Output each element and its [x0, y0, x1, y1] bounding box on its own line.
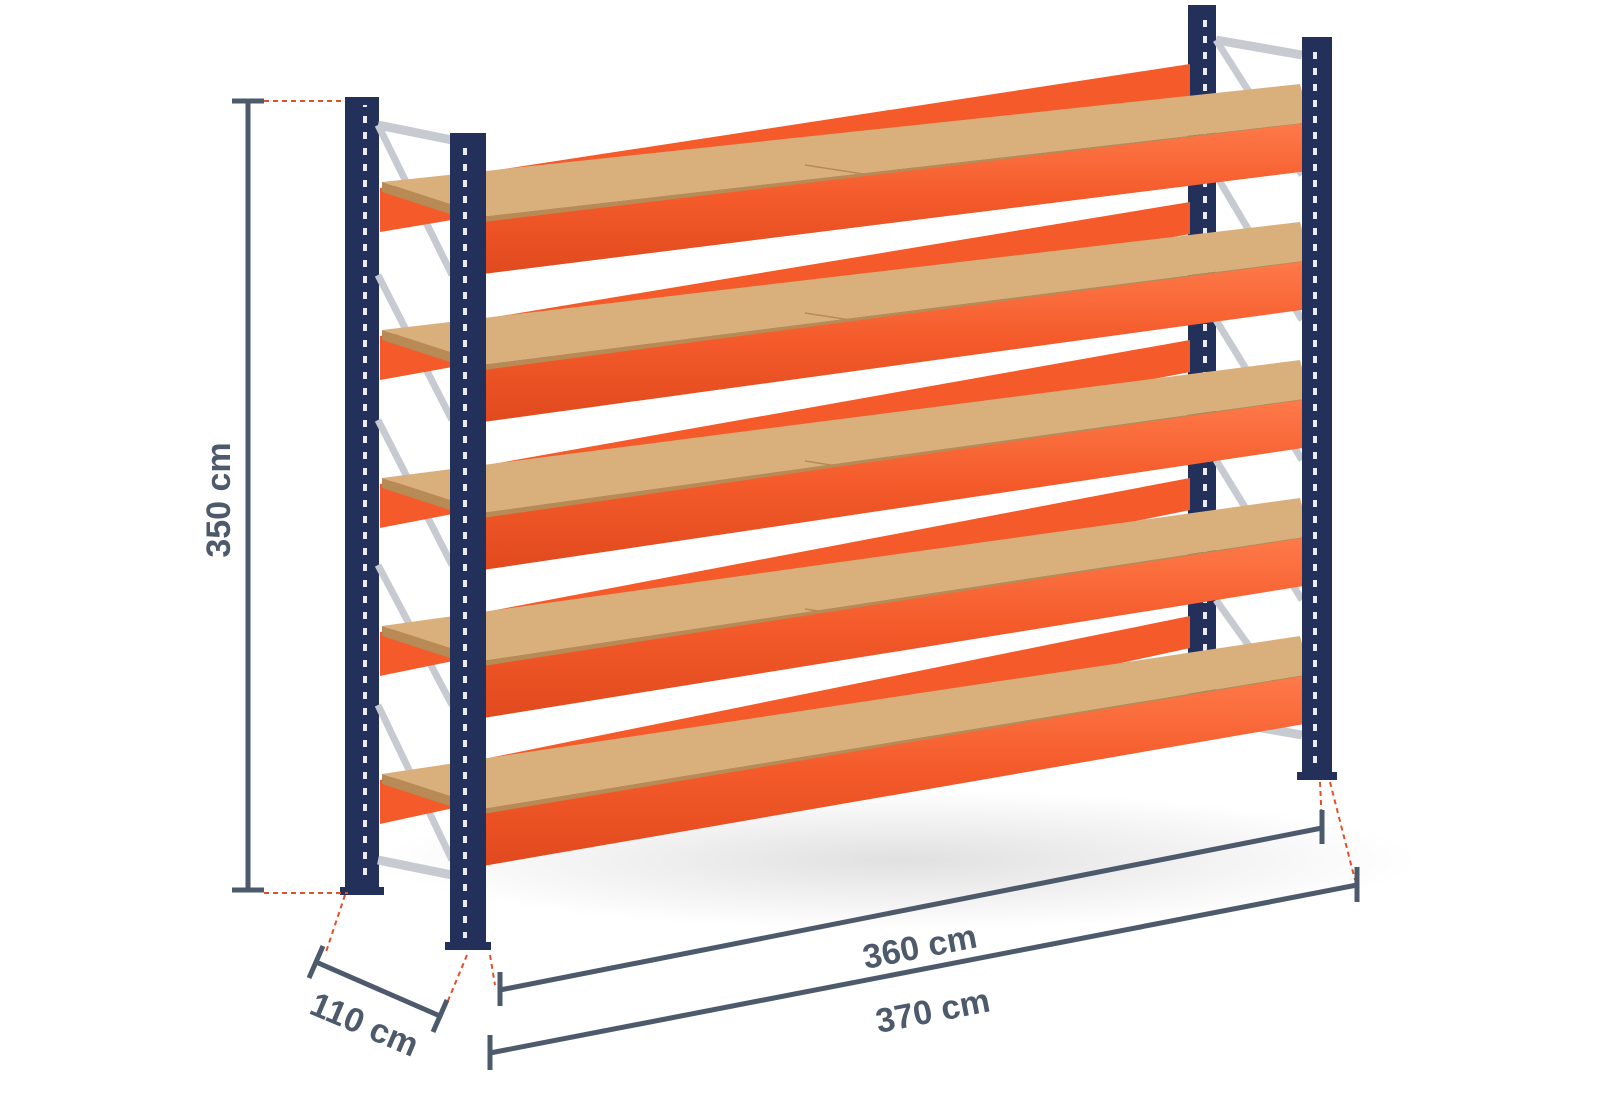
depth-dimension — [306, 944, 450, 1034]
shelf-board — [382, 222, 1310, 364]
left-frame-horizontal-brace — [377, 120, 453, 145]
right-front-upright-foot — [1297, 772, 1337, 780]
right-front-upright-holes — [1312, 45, 1322, 768]
front-beam — [483, 260, 1316, 422]
shelf-board — [382, 498, 1310, 660]
inner-length-dimension — [497, 810, 1325, 1006]
outer-length-dimension — [487, 867, 1360, 1070]
outer-length-label: 370 cm — [873, 982, 993, 1041]
left-front-upright-holes — [463, 141, 473, 938]
right-frame-horizontal-brace — [1215, 35, 1303, 60]
left-back-upright-foot — [340, 887, 384, 895]
front-beam — [483, 122, 1316, 274]
depth-label: 110 cm — [305, 985, 424, 1064]
height-dimension — [232, 98, 264, 893]
left-back-upright-holes — [357, 105, 367, 883]
left-front-upright-foot — [445, 942, 491, 950]
shelves — [380, 64, 1316, 866]
front-beam — [483, 674, 1316, 866]
front-beam — [483, 536, 1316, 718]
right-back-upright-holes — [1197, 13, 1207, 723]
height-label: 350 cm — [200, 442, 238, 557]
left-frame-horizontal-brace — [377, 855, 453, 880]
shelf-board — [382, 360, 1310, 512]
front-beam — [483, 398, 1316, 570]
guide-lines — [264, 100, 1356, 1021]
shelf-board — [382, 636, 1310, 808]
shelf-board — [382, 84, 1310, 216]
front-frame — [445, 37, 1337, 950]
